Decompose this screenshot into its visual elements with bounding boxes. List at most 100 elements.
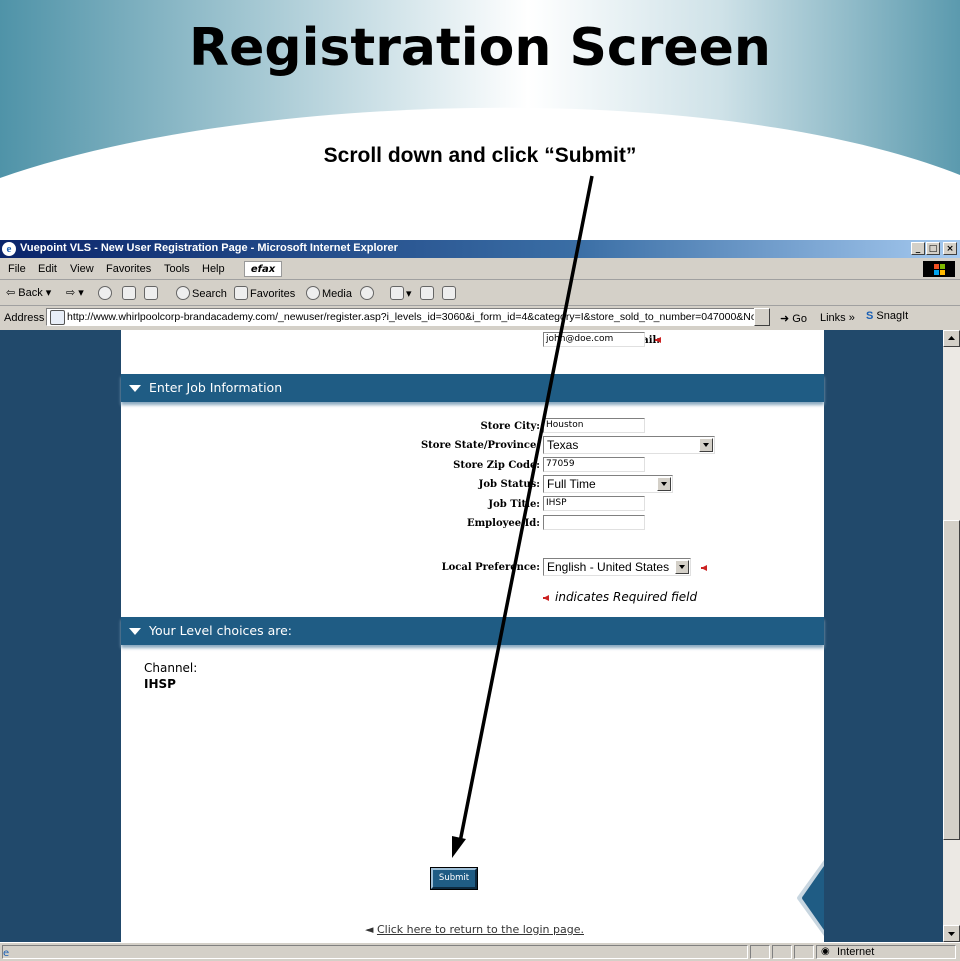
menu-favorites[interactable]: Favorites bbox=[106, 263, 152, 275]
forward-arrow-icon: ⇨ bbox=[66, 287, 76, 299]
scroll-up-button[interactable] bbox=[943, 330, 960, 347]
page-status-icon: e bbox=[3, 948, 10, 959]
refresh-button[interactable] bbox=[122, 286, 138, 300]
back-button[interactable]: ⇦ Back ▾ bbox=[6, 287, 52, 299]
required-arrow-icon bbox=[655, 337, 661, 343]
refresh-icon bbox=[122, 286, 136, 300]
status-cell bbox=[772, 945, 792, 959]
print-button[interactable] bbox=[420, 286, 436, 300]
menu-file[interactable]: File bbox=[8, 263, 26, 275]
address-label: Address bbox=[4, 312, 45, 324]
store-state-select[interactable]: Texas bbox=[543, 436, 715, 454]
favorites-icon bbox=[234, 286, 248, 300]
collapse-triangle-icon bbox=[129, 384, 141, 392]
address-input[interactable]: http://www.whirlpoolcorp-brandacademy.co… bbox=[46, 308, 756, 326]
job-status-label: Job Status: bbox=[478, 479, 540, 490]
mail-button[interactable]: ▾ bbox=[390, 286, 412, 300]
store-zip-label: Store Zip Code: bbox=[453, 460, 540, 471]
title-bar: e Vuepoint VLS - New User Registration P… bbox=[0, 240, 960, 258]
store-state-label: Store State/Province: bbox=[420, 440, 540, 451]
status-bar: e ◉ Internet bbox=[0, 942, 960, 961]
browser-window: e Vuepoint VLS - New User Registration P… bbox=[0, 240, 960, 961]
employee-id-label: Employee Id: bbox=[466, 518, 540, 529]
scrollbar-thumb[interactable] bbox=[943, 520, 960, 840]
menu-help[interactable]: Help bbox=[202, 263, 225, 275]
edit-icon bbox=[442, 286, 456, 300]
job-title-field[interactable]: IHSP bbox=[543, 496, 645, 511]
job-title-label: Job Title: bbox=[488, 499, 540, 510]
status-cell bbox=[750, 945, 770, 959]
registration-page: Email: john@doe.com Enter Job Informatio… bbox=[121, 330, 824, 942]
efax-button[interactable]: efax bbox=[244, 261, 282, 277]
go-button[interactable]: ➜ Go bbox=[780, 313, 807, 325]
return-to-login-link[interactable]: Click here to return to the login page. bbox=[376, 923, 584, 936]
collapse-triangle-icon bbox=[129, 627, 141, 635]
required-arrow-icon bbox=[701, 565, 707, 571]
back-arrow-icon: ⇦ bbox=[6, 287, 16, 299]
stop-icon bbox=[98, 286, 112, 300]
vertical-scrollbar[interactable] bbox=[943, 330, 960, 942]
local-preference-select[interactable]: English - United States bbox=[543, 558, 691, 576]
login-link-row: ◄ Click here to return to the login page… bbox=[365, 923, 584, 936]
side-chevron-decoration bbox=[797, 860, 824, 936]
required-arrow-icon bbox=[543, 595, 549, 601]
chevron-down-icon bbox=[699, 438, 713, 452]
chevron-down-icon bbox=[657, 477, 671, 491]
minimize-button[interactable]: _ bbox=[911, 242, 925, 255]
job-info-section-header[interactable]: Enter Job Information bbox=[121, 374, 824, 402]
mail-icon bbox=[390, 286, 404, 300]
history-button[interactable] bbox=[360, 286, 376, 300]
job-status-select[interactable]: Full Time bbox=[543, 475, 673, 493]
favorites-button[interactable]: Favorites bbox=[234, 286, 295, 300]
snagit-button[interactable]: S SnagIt bbox=[866, 310, 909, 322]
edit-button[interactable] bbox=[442, 286, 458, 300]
close-button[interactable]: × bbox=[943, 242, 957, 255]
print-icon bbox=[420, 286, 434, 300]
menu-view[interactable]: View bbox=[70, 263, 94, 275]
channel-value: IHSP bbox=[144, 677, 176, 691]
employee-id-field[interactable] bbox=[543, 515, 645, 530]
menu-tools[interactable]: Tools bbox=[164, 263, 190, 275]
security-zone-cell: ◉ bbox=[816, 945, 956, 959]
store-zip-field[interactable]: 77059 bbox=[543, 457, 645, 472]
menu-edit[interactable]: Edit bbox=[38, 263, 57, 275]
status-cell bbox=[794, 945, 814, 959]
page-icon bbox=[50, 310, 65, 325]
menu-bar: File Edit View Favorites Tools Help efax bbox=[0, 259, 960, 280]
left-arrow-icon: ◄ bbox=[365, 923, 374, 936]
media-button[interactable]: Media bbox=[306, 286, 352, 300]
go-arrow-icon: ➜ bbox=[780, 313, 790, 325]
status-text-cell: e bbox=[2, 945, 748, 959]
maximize-button[interactable]: □ bbox=[926, 242, 940, 255]
links-button[interactable]: Links » bbox=[820, 312, 855, 324]
store-city-label: Store City: bbox=[480, 421, 540, 432]
scroll-up-icon bbox=[948, 336, 955, 340]
stop-button[interactable] bbox=[98, 286, 114, 300]
forward-button[interactable]: ⇨ ▾ bbox=[66, 287, 84, 299]
slide-instruction: Scroll down and click “Submit” bbox=[323, 144, 637, 167]
history-icon bbox=[360, 286, 374, 300]
search-icon bbox=[176, 286, 190, 300]
store-city-field[interactable]: Houston bbox=[543, 418, 645, 433]
address-bar: Address http://www.whirlpoolcorp-brandac… bbox=[0, 306, 960, 331]
chevron-down-icon bbox=[675, 560, 689, 574]
submit-button[interactable]: Submit bbox=[430, 867, 478, 890]
scroll-down-button[interactable] bbox=[943, 925, 960, 942]
channel-label: Channel: bbox=[144, 661, 198, 675]
media-icon bbox=[306, 286, 320, 300]
search-button[interactable]: Search bbox=[176, 286, 227, 300]
windows-logo-icon bbox=[923, 261, 955, 277]
slide-title: Registration Screen bbox=[189, 18, 771, 78]
required-field-note: indicates Required field bbox=[555, 590, 698, 604]
snagit-icon: S bbox=[866, 310, 874, 322]
scroll-down-icon bbox=[948, 932, 955, 936]
address-dropdown-button[interactable] bbox=[754, 308, 770, 326]
level-choices-section-header[interactable]: Your Level choices are: bbox=[121, 617, 824, 645]
window-title: Vuepoint VLS - New User Registration Pag… bbox=[20, 242, 398, 254]
page-viewport: Email: john@doe.com Enter Job Informatio… bbox=[0, 330, 943, 942]
email-field[interactable]: john@doe.com bbox=[543, 332, 645, 347]
home-icon bbox=[144, 286, 158, 300]
security-zone-label: Internet bbox=[837, 946, 875, 958]
home-button[interactable] bbox=[144, 286, 160, 300]
internet-globe-icon: ◉ bbox=[821, 946, 830, 957]
